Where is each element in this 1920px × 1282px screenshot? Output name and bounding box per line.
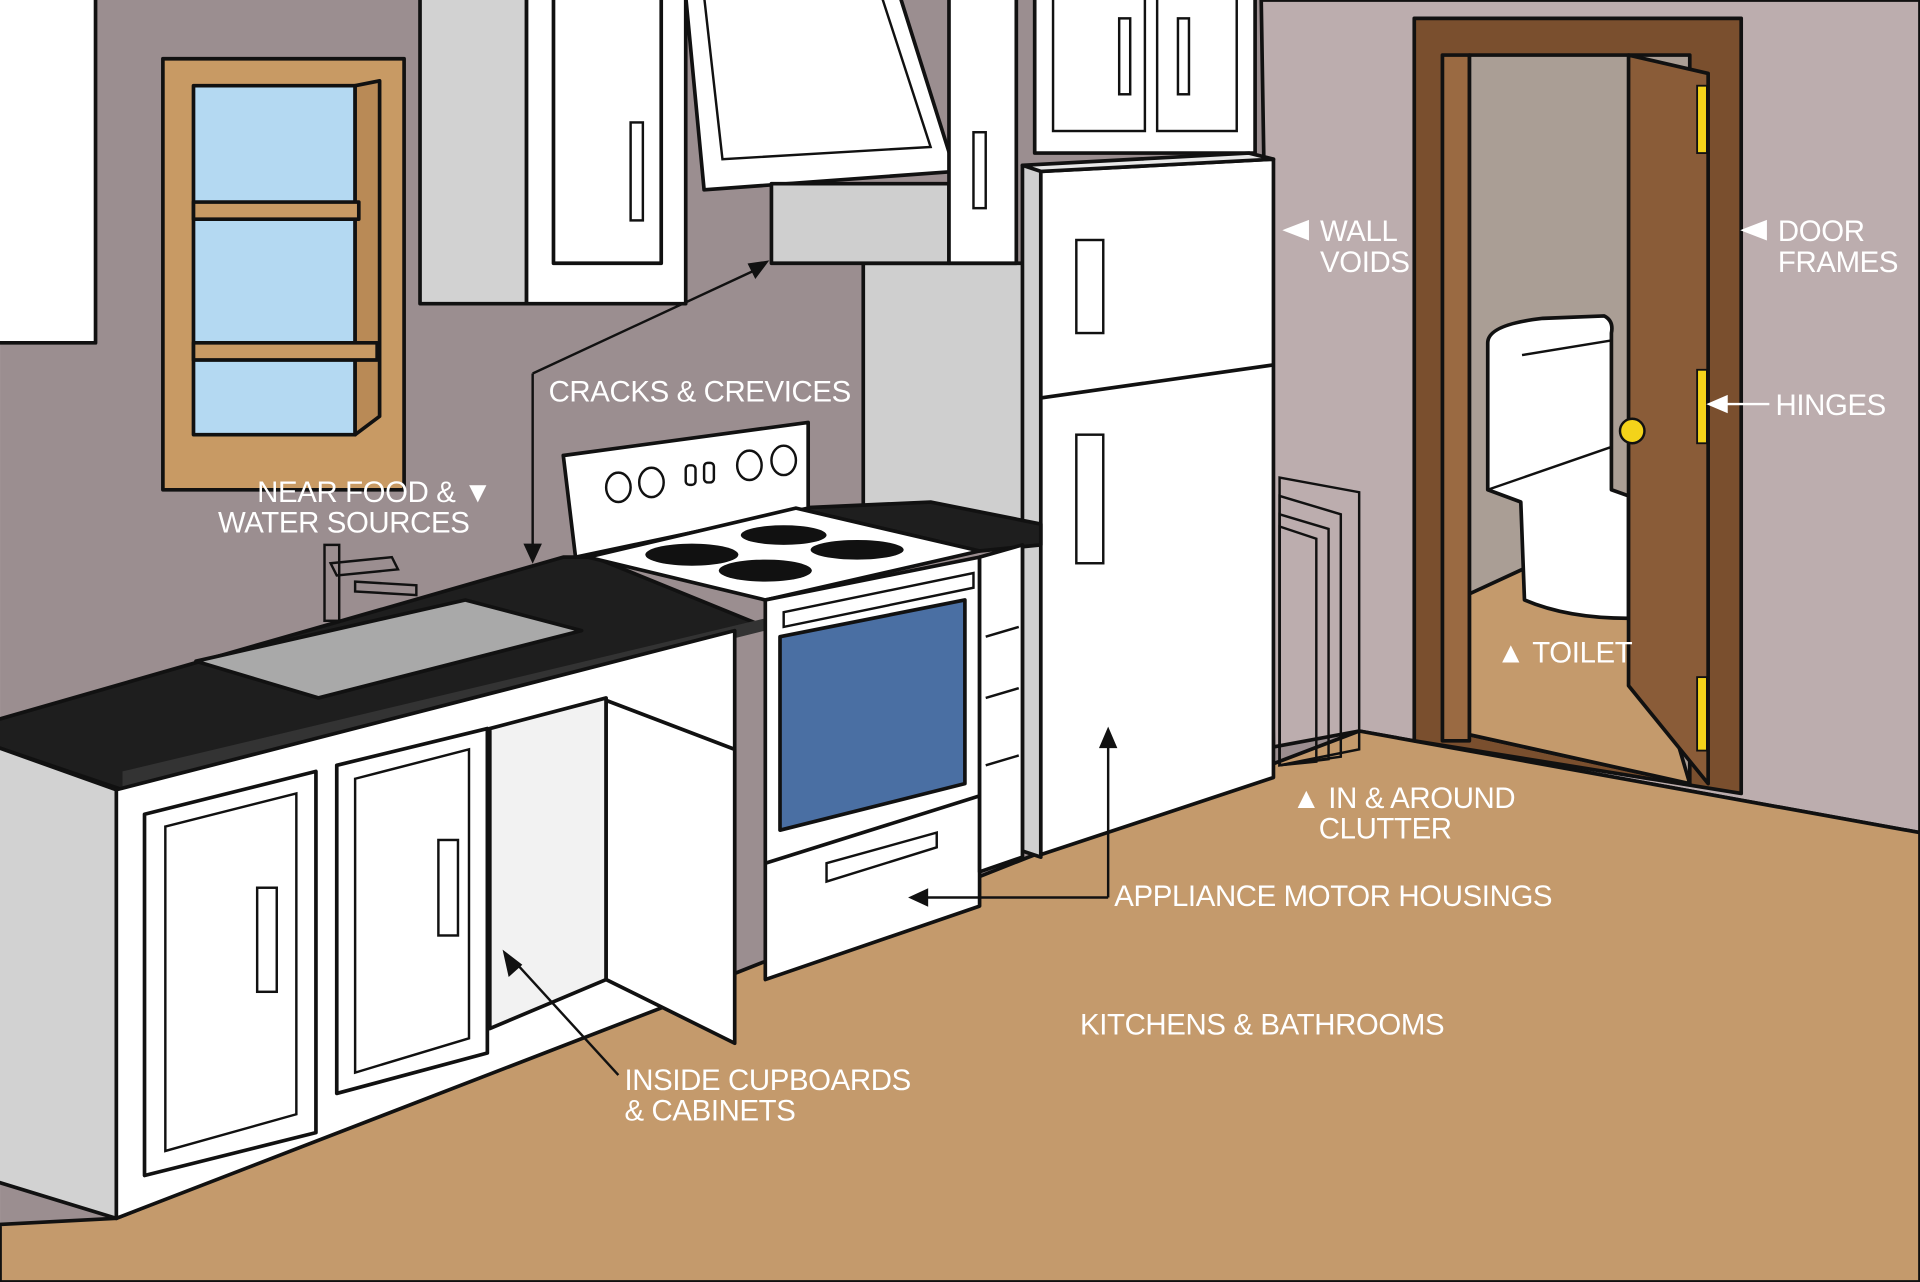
label-near-food-1: NEAR FOOD & ▼: [257, 476, 492, 509]
stove: [561, 420, 1025, 982]
sink: [194, 598, 584, 700]
hinges-arrow: [1706, 394, 1728, 414]
hinge-bottom: [1696, 676, 1708, 752]
bathroom-doorway: [1412, 16, 1744, 796]
wall-panel: [0, 0, 98, 345]
open-cabinet-door: [604, 698, 737, 1046]
label-clutter-1: ▲ IN & AROUND: [1292, 782, 1515, 815]
faucet: [323, 543, 418, 623]
door-frames-arrow: [1740, 219, 1767, 241]
oven-window: [778, 598, 967, 833]
hinge-top: [1696, 84, 1708, 154]
door: [1626, 53, 1710, 786]
label-cupboards-1: INSIDE CUPBOARDS: [625, 1064, 911, 1097]
label-door-frames-2: FRAMES: [1778, 246, 1898, 279]
drawer-handle: [825, 831, 938, 884]
pointer-arrows: [502, 260, 1118, 1076]
alcove-wall: [861, 261, 1037, 523]
label-wall-voids-2: VOIDS: [1320, 246, 1410, 279]
clutter-boards: [1278, 476, 1361, 767]
label-clutter-2: CLUTTER: [1319, 813, 1452, 846]
door-knob: [1618, 417, 1646, 445]
label-hinges: HINGES: [1775, 389, 1885, 422]
label-door-frames-1: DOOR: [1778, 215, 1865, 248]
upper-cabinets: [418, 0, 1257, 306]
window: [161, 56, 406, 492]
label-wall-voids-1: WALL: [1320, 215, 1397, 248]
wall-voids-arrow: [1282, 219, 1309, 241]
toilet: [1485, 314, 1631, 621]
refrigerator: [1020, 151, 1276, 859]
hood-duct: [769, 181, 951, 266]
label-arrows: [1282, 219, 1770, 414]
label-cracks-crevices: CRACKS & CREVICES: [549, 376, 851, 409]
label-toilet: ▲ TOILET: [1496, 636, 1632, 669]
title-kitchens-bathrooms: KITCHENS & BATHROOMS: [1080, 1009, 1444, 1042]
lower-cabinets: [0, 628, 737, 1221]
hinge-middle: [1696, 368, 1708, 445]
label-cupboards-2: & CABINETS: [625, 1094, 796, 1127]
label-near-food-2: WATER SOURCES: [218, 507, 469, 540]
label-appliance-motor-housings: APPLIANCE MOTOR HOUSINGS: [1114, 880, 1552, 913]
